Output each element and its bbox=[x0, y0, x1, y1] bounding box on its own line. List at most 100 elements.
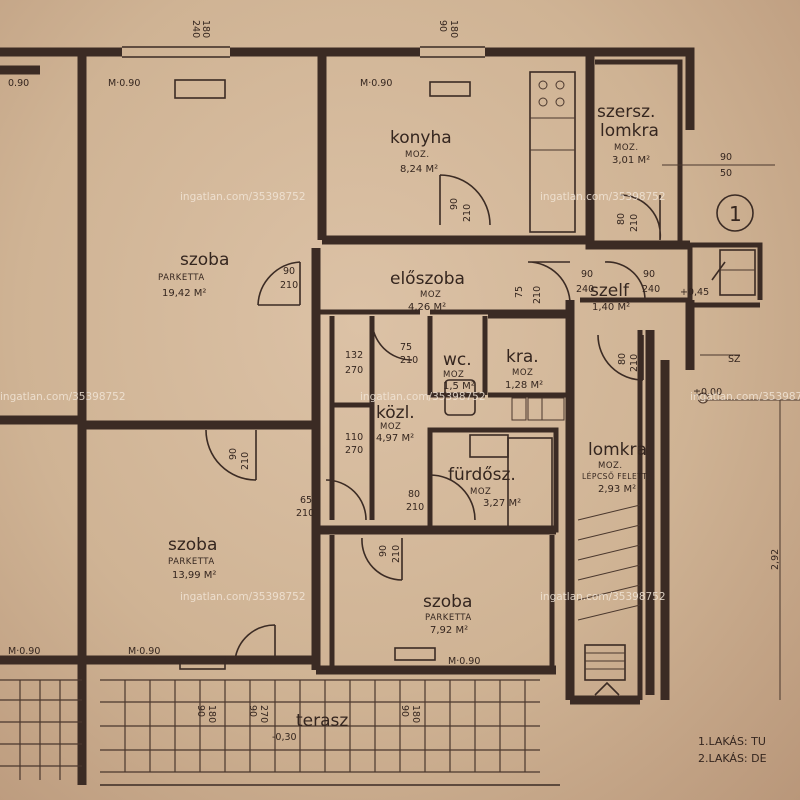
room-area-konyha: 8,24 M² bbox=[400, 164, 438, 175]
room-floor2-lomkra: LÉPCSŐ FELETT bbox=[582, 472, 647, 481]
dim-m090-b: M·0.90 bbox=[360, 78, 392, 89]
dim-konyha-door: 90 bbox=[449, 198, 460, 210]
dim-terasz-1b: 180 bbox=[206, 705, 217, 723]
room-area-kozl: 4,97 M² bbox=[376, 433, 414, 444]
dim-top2: 90 bbox=[437, 20, 448, 32]
dim-terasz-1: 90 bbox=[195, 705, 206, 717]
entrance-block bbox=[711, 249, 756, 296]
watermark-3: ingatlan.com/35398752 bbox=[0, 391, 126, 403]
dim-000: ±0,00 bbox=[693, 387, 722, 398]
dim-lomkra-door-b: 210 bbox=[629, 354, 640, 372]
bath-fixtures bbox=[444, 379, 565, 529]
watermark-5: ingatlan.com/35398752 bbox=[690, 391, 800, 403]
dim-terasz-3: 90 bbox=[399, 705, 410, 717]
watermark-2: ingatlan.com/35398752 bbox=[540, 191, 666, 203]
dim-m090-left: 0.90 bbox=[8, 78, 29, 89]
room-area-szelf: 1,40 M² bbox=[592, 302, 630, 313]
legend-line-2: 2.LAKÁS: DE bbox=[698, 752, 767, 765]
dim-90-240-a-b: 240 bbox=[576, 284, 594, 295]
dim-right-90: 90 bbox=[720, 152, 732, 163]
dim-side: 2,92 bbox=[770, 549, 781, 570]
dim-furdo-door: 80 bbox=[408, 489, 420, 500]
dim-wc-door-b: 210 bbox=[400, 355, 418, 366]
apartment-number: 1 bbox=[729, 202, 742, 226]
doors bbox=[205, 174, 662, 661]
room-name-wc: wc. bbox=[443, 350, 472, 370]
dim-lomkra-door: 80 bbox=[617, 353, 628, 365]
dim-132: 132 bbox=[345, 350, 363, 361]
room-floor-szoba-left: PARKETTA bbox=[168, 557, 215, 567]
room-floor-szoba-small: PARKETTA bbox=[425, 613, 472, 623]
dim-m090-c: M·0.90 bbox=[8, 646, 40, 657]
room-floor-szoba-big: PARKETTA bbox=[158, 273, 205, 283]
dim-top2b: 180 bbox=[448, 20, 459, 38]
dim-top1b: 180 bbox=[200, 20, 211, 38]
dim-terasz-2b: 270 bbox=[258, 705, 269, 723]
dim-szersz-door-b: 210 bbox=[629, 214, 640, 232]
room-name-szoba-left: szoba bbox=[168, 535, 217, 555]
room-floor-szersz: MOZ. bbox=[614, 143, 639, 153]
dim-75: 75 bbox=[514, 286, 525, 298]
dim-szoba-door: 90 bbox=[283, 266, 295, 277]
dim-m090-e: M·0.90 bbox=[448, 656, 480, 667]
dim-szersz-door: 80 bbox=[616, 213, 627, 225]
room-name-szersz: szersz. bbox=[597, 102, 655, 122]
dim-small-door: 90 bbox=[378, 545, 389, 557]
room-name-lomkra: lomkra bbox=[588, 440, 647, 460]
dim-90-240-b: 90 bbox=[643, 269, 655, 280]
room-floor-konyha: MOZ. bbox=[405, 150, 430, 160]
room-name-kozl: közl. bbox=[376, 403, 415, 423]
room-area-szoba-left: 13,99 M² bbox=[172, 570, 216, 581]
windows bbox=[122, 46, 485, 670]
terrace-grid bbox=[0, 679, 560, 786]
watermark-4: ingatlan.com/35398752 bbox=[360, 391, 486, 403]
room-floor-eloszoba: MOZ bbox=[420, 290, 441, 300]
room-area-szersz: 3,01 M² bbox=[612, 155, 650, 166]
room-labels: szoba PARKETTA 19,42 M² szoba PARKETTA 1… bbox=[158, 102, 659, 731]
dim-132-b: 270 bbox=[345, 365, 363, 376]
room-name-szelf: szelf bbox=[590, 281, 630, 301]
dim-m090-a: M·0.90 bbox=[108, 78, 140, 89]
walls bbox=[0, 47, 763, 785]
room-name-terasz: terasz bbox=[296, 711, 348, 731]
room-area-furdosz: 3,27 M² bbox=[483, 498, 521, 509]
dim-045: +0,45 bbox=[680, 287, 709, 298]
room-area-lomkra: 2,93 M² bbox=[598, 484, 636, 495]
room-area-wc: 1,5 M² bbox=[443, 381, 475, 392]
legend-line-1: 1.LAKÁS: TU bbox=[698, 735, 766, 748]
dim-65: 65 bbox=[300, 495, 312, 506]
room-name-konyha: konyha bbox=[390, 128, 452, 148]
room-area-eloszoba: 4,26 M² bbox=[408, 302, 446, 313]
dim-wc-door: 75 bbox=[400, 342, 412, 353]
room-name-eloszoba: előszoba bbox=[390, 269, 465, 289]
dim-sz: SZ bbox=[728, 354, 741, 365]
dim-szoba-door-b: 210 bbox=[280, 280, 298, 291]
dim-top1: 240 bbox=[190, 20, 201, 38]
dim-small-door-b: 210 bbox=[391, 545, 402, 563]
dim-110-b: 270 bbox=[345, 445, 363, 456]
dim-konyha-door-b: 210 bbox=[462, 204, 473, 222]
dim-left-door-b: 210 bbox=[240, 452, 251, 470]
dim-030: -0,30 bbox=[272, 732, 297, 743]
stairs bbox=[577, 504, 641, 696]
dim-m090-d: M·0.90 bbox=[128, 646, 160, 657]
room-name-szoba-small: szoba bbox=[423, 592, 472, 612]
room-name-furdosz: fürdősz. bbox=[448, 465, 516, 485]
watermarks: ingatlan.com/35398752 ingatlan.com/35398… bbox=[0, 191, 800, 603]
room-floor-furdosz: MOZ bbox=[470, 487, 491, 497]
room-floor-kozl: MOZ bbox=[380, 422, 401, 432]
dim-110: 110 bbox=[345, 432, 363, 443]
room-area-kra: 1,28 M² bbox=[505, 380, 543, 391]
room-area-szoba-small: 7,92 M² bbox=[430, 625, 468, 636]
room-floor-wc: MOZ bbox=[443, 370, 464, 380]
dimension-labels: 240 180 90 180 M·0.90 M·0.90 0.90 M·0.90… bbox=[8, 20, 781, 743]
room-name2-szersz: lomkra bbox=[600, 121, 659, 141]
kitchen-fixtures bbox=[529, 71, 576, 233]
watermark-7: ingatlan.com/35398752 bbox=[540, 591, 666, 603]
room-area-szoba-big: 19,42 M² bbox=[162, 288, 206, 299]
dim-right-50: 50 bbox=[720, 168, 732, 179]
dim-65-b: 210 bbox=[296, 508, 314, 519]
annotation-lines bbox=[662, 164, 800, 700]
room-name-szoba-big: szoba bbox=[180, 250, 229, 270]
